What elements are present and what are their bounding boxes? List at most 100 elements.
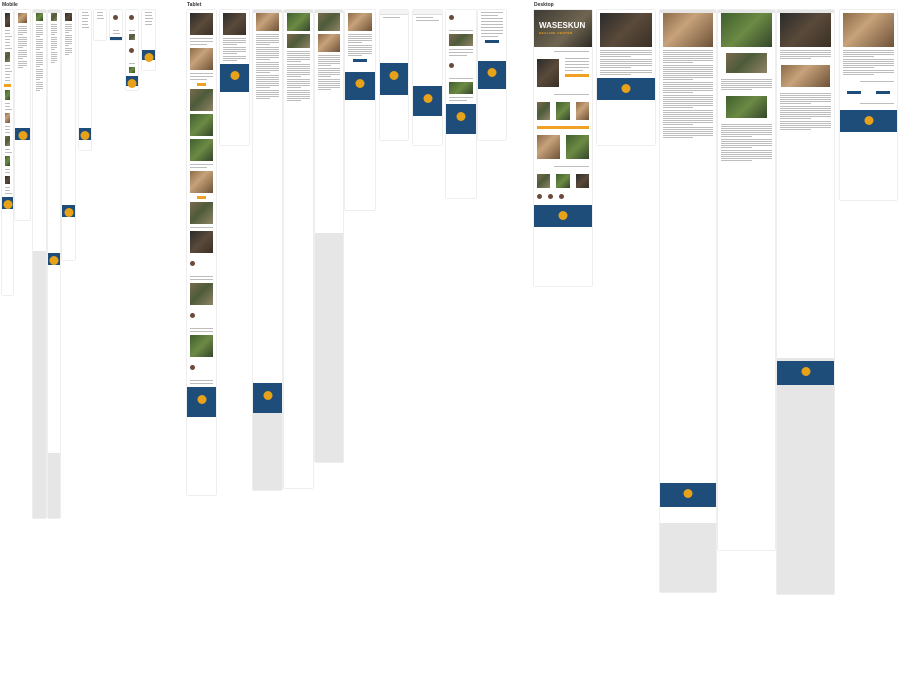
avatar	[190, 365, 195, 370]
tablet-section-label: Tablet	[187, 2, 202, 8]
avatar	[129, 48, 134, 53]
accent-bar	[4, 84, 11, 87]
footer	[126, 76, 138, 88]
mobile-page-contact	[79, 10, 91, 150]
mobile-page-about	[15, 10, 30, 220]
waseskun-emblem-icon	[864, 115, 873, 125]
waseskun-emblem-icon	[423, 93, 432, 103]
desktop-page-join	[840, 10, 897, 200]
hero-image	[223, 13, 246, 35]
mobile-page-healing	[33, 10, 46, 518]
avatar	[113, 15, 118, 20]
hero-image	[318, 13, 340, 31]
waseskun-emblem-icon	[80, 131, 90, 140]
waseskun-emblem-icon	[111, 39, 121, 40]
waseskun-emblem-icon	[3, 200, 12, 209]
hero-image	[65, 13, 72, 21]
mobile-page-news	[94, 10, 106, 40]
hero-image	[843, 13, 894, 47]
content-image	[190, 89, 213, 111]
apply-button[interactable]	[847, 91, 862, 94]
footer	[15, 128, 30, 140]
hero-image	[256, 13, 279, 31]
content-image	[575, 174, 589, 188]
footer	[62, 205, 75, 217]
avatar	[537, 194, 542, 199]
hero-banner: WASESKUN HEALING CENTER	[534, 10, 592, 47]
tablet-page-events	[413, 10, 442, 145]
footer	[48, 253, 60, 265]
mobile-page-program	[62, 10, 75, 260]
apply-button[interactable]	[353, 59, 367, 62]
content-image	[190, 283, 213, 305]
waseskun-emblem-icon	[263, 390, 272, 400]
waseskun-emblem-icon	[18, 131, 27, 140]
content-image	[566, 135, 589, 159]
submit-button[interactable]	[485, 40, 499, 43]
content-image	[575, 102, 589, 120]
avatar	[449, 63, 454, 68]
footer	[110, 37, 122, 40]
content-image	[190, 202, 213, 224]
accent-bar	[197, 83, 206, 86]
tablet-page-teachings	[284, 10, 313, 488]
tablet-page-join	[345, 10, 375, 210]
footer	[345, 72, 375, 100]
tablet-page-home	[187, 10, 216, 495]
waseskun-emblem-icon	[389, 71, 399, 80]
hero-image	[287, 13, 310, 31]
content-image	[5, 176, 10, 184]
desktop-page-teachings	[718, 10, 775, 550]
content-image	[556, 102, 570, 120]
hero-image	[190, 13, 213, 35]
content-image	[190, 48, 213, 70]
avatar	[449, 15, 454, 20]
content-image	[5, 156, 10, 166]
hero-title: WASESKUN	[539, 21, 586, 30]
content-image	[190, 114, 213, 136]
footer	[446, 104, 476, 134]
waseskun-emblem-icon	[683, 489, 693, 498]
mobile-page-teachings	[48, 10, 60, 518]
content-image	[726, 96, 767, 118]
avatar	[559, 194, 564, 199]
content-image	[781, 65, 830, 87]
content-image	[537, 174, 551, 188]
download-button[interactable]	[875, 91, 890, 94]
content-image	[190, 171, 213, 193]
avatar	[190, 313, 195, 318]
footer	[777, 361, 834, 385]
content-image	[190, 335, 213, 357]
waseskun-emblem-icon	[487, 68, 497, 77]
content-image	[537, 135, 560, 159]
waseskun-emblem-icon	[355, 79, 365, 88]
waseskun-emblem-icon	[64, 208, 73, 217]
content-image	[5, 52, 10, 62]
hero-subtitle: HEALING CENTER	[539, 31, 573, 35]
content-image	[129, 67, 135, 73]
hero-image	[36, 13, 43, 21]
desktop-section-label: Desktop	[534, 2, 554, 8]
waseskun-emblem-icon	[144, 52, 153, 62]
waseskun-emblem-icon	[801, 367, 810, 376]
content-image	[129, 34, 135, 40]
footer	[187, 387, 216, 417]
video-thumbnail[interactable]	[726, 53, 767, 73]
footer	[478, 61, 506, 89]
content-image	[287, 34, 310, 48]
accent-bar	[537, 126, 589, 129]
waseskun-emblem-icon	[456, 111, 466, 121]
footer	[220, 64, 249, 92]
content-image	[190, 231, 213, 253]
waseskun-emblem-icon	[621, 83, 631, 93]
footer	[79, 128, 91, 140]
avatar	[129, 15, 134, 20]
waseskun-emblem-icon	[49, 256, 59, 265]
content-image	[537, 59, 559, 87]
hero-image	[780, 13, 831, 47]
accent-bar	[197, 196, 206, 199]
tablet-page-healing	[253, 10, 282, 490]
mobile-page-home	[2, 10, 13, 295]
footer	[413, 86, 442, 116]
desktop-page-about	[597, 10, 655, 145]
